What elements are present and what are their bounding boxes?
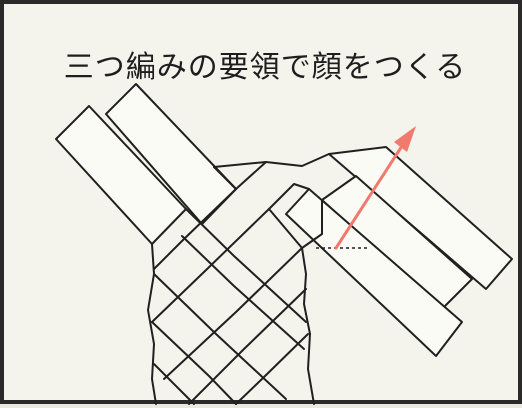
arrowhead-icon (394, 126, 416, 152)
left-strips (55, 83, 237, 245)
right-strips (285, 146, 513, 357)
braid-illustration (55, 83, 513, 405)
right-strip-lower (285, 188, 463, 357)
braid-lattice (151, 161, 323, 405)
direction-arrow (334, 126, 416, 250)
diagram-title: 三つ編みの要領で顔をつくる (63, 50, 467, 85)
